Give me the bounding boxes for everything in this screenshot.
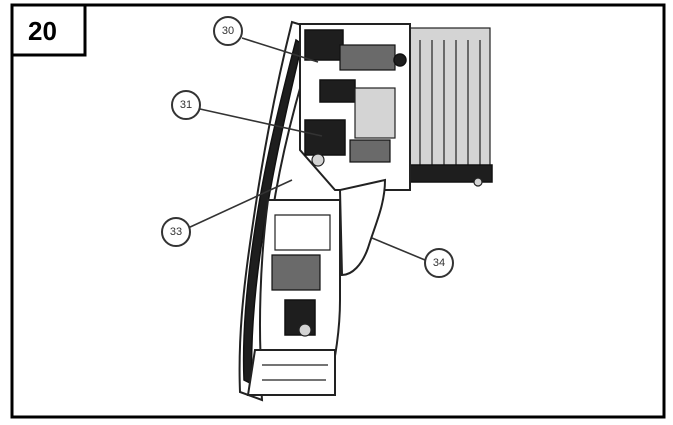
figure-frame — [10, 3, 666, 419]
callout-bubble — [213, 16, 243, 46]
grip-module — [271, 254, 321, 291]
leader-line — [199, 108, 323, 137]
motor-housing-fins — [419, 40, 481, 170]
switch-top-block — [304, 29, 344, 61]
leader-line — [241, 37, 319, 63]
trigger — [338, 178, 387, 277]
leader-line — [187, 179, 293, 229]
callout-label: 31 — [180, 99, 192, 111]
callout-bubble — [424, 248, 454, 278]
callout-label: 34 — [433, 257, 445, 269]
grip-outer-shell — [238, 20, 320, 402]
switch-contact — [339, 44, 396, 71]
switch-window — [354, 87, 396, 139]
figure-number-tab — [10, 3, 87, 57]
leader-line — [371, 237, 426, 261]
callout-31: 31 — [171, 90, 323, 137]
callout-label: 33 — [170, 226, 182, 238]
callout-label: 30 — [222, 25, 234, 37]
base-foot — [246, 349, 336, 396]
callout-33: 33 — [161, 179, 293, 247]
pivot-pin — [393, 53, 407, 67]
screw — [473, 177, 483, 187]
callout-34: 34 — [371, 237, 454, 278]
switch-lower-contact — [349, 139, 391, 163]
tool-illustration — [238, 20, 493, 402]
screw-boss — [311, 153, 325, 167]
grip-screw — [298, 323, 312, 337]
callout-30: 30 — [213, 16, 319, 63]
switch-terminal — [319, 79, 356, 103]
grip-cavity — [274, 214, 331, 251]
callout-bubble — [171, 90, 201, 120]
switch-lower-block — [304, 119, 346, 156]
base-foot-ribs — [262, 364, 328, 381]
figure-number: 20 — [28, 16, 57, 46]
motor-housing — [409, 27, 491, 179]
callout-bubble — [161, 217, 191, 247]
